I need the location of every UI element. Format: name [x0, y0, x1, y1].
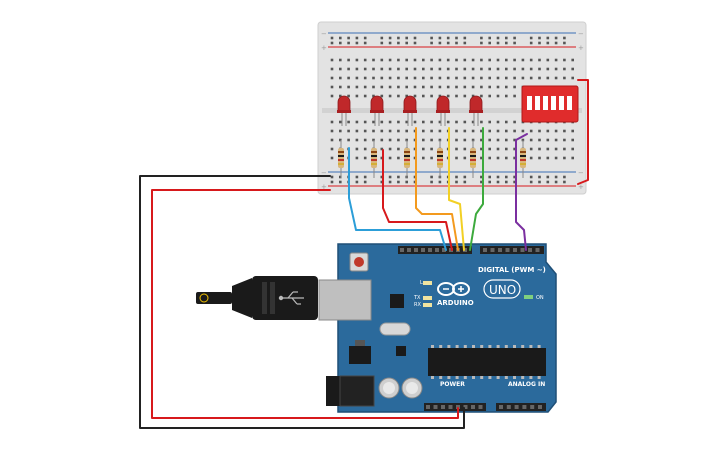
arduino-brand: ARDUINO	[437, 299, 474, 307]
arduino-uno-board[interactable]: DIGITAL (PWM ~) L TX RX ARDUINO UNO ON P…	[318, 243, 557, 413]
wire-led3	[415, 127, 459, 251]
rail-plus-top: +	[321, 44, 327, 52]
led[interactable]	[403, 95, 417, 126]
uno-model: UNO	[489, 283, 516, 297]
arduino-logo	[437, 282, 470, 296]
rail-minus-bottom: −	[321, 169, 327, 177]
resistor[interactable]	[470, 140, 476, 178]
rx-label: RX	[414, 302, 421, 308]
wire-switch-power	[577, 79, 589, 185]
resistor[interactable]	[437, 140, 443, 178]
rail-minus-bottom-right: −	[578, 169, 584, 177]
l-led-label: L	[420, 280, 423, 286]
wire-led5	[469, 127, 484, 251]
resistor-group	[338, 140, 526, 178]
led[interactable]	[370, 95, 384, 126]
dip-switch-key[interactable]	[567, 96, 572, 110]
resistor[interactable]	[520, 140, 526, 178]
usb-symbol-icon	[278, 291, 304, 305]
dip-switch-key[interactable]	[527, 96, 532, 110]
led[interactable]	[436, 95, 450, 126]
led[interactable]	[337, 95, 351, 126]
tx-label: TX	[413, 295, 421, 301]
wire-5v	[151, 189, 459, 419]
rail-minus-top-right: −	[578, 30, 584, 38]
dip-switch-key[interactable]	[543, 96, 548, 110]
led[interactable]	[469, 95, 483, 126]
wire-group	[139, 79, 589, 429]
wire-led4	[448, 127, 465, 251]
rail-plus-bottom-right: +	[578, 183, 584, 191]
on-label: ON	[536, 295, 544, 301]
resistor[interactable]	[338, 140, 344, 178]
dip-switch[interactable]	[521, 85, 579, 123]
wire-led2	[382, 149, 453, 251]
analog-label: ANALOG IN	[508, 381, 545, 388]
dip-switch-key[interactable]	[559, 96, 564, 110]
led-group	[337, 95, 483, 126]
wire-led1	[348, 147, 447, 251]
rail-plus-bottom: +	[321, 183, 327, 191]
resistor[interactable]	[404, 140, 410, 178]
rail-plus-top-right: +	[578, 44, 584, 52]
rail-minus-top: −	[321, 30, 327, 38]
wire-switch	[515, 133, 528, 251]
usb-cable[interactable]	[196, 276, 318, 320]
wire-gnd	[139, 175, 465, 429]
power-label: POWER	[440, 381, 465, 388]
digital-label: DIGITAL (PWM ~)	[478, 266, 546, 274]
resistor[interactable]	[371, 140, 377, 178]
dip-switch-key[interactable]	[551, 96, 556, 110]
dip-switch-key[interactable]	[535, 96, 540, 110]
